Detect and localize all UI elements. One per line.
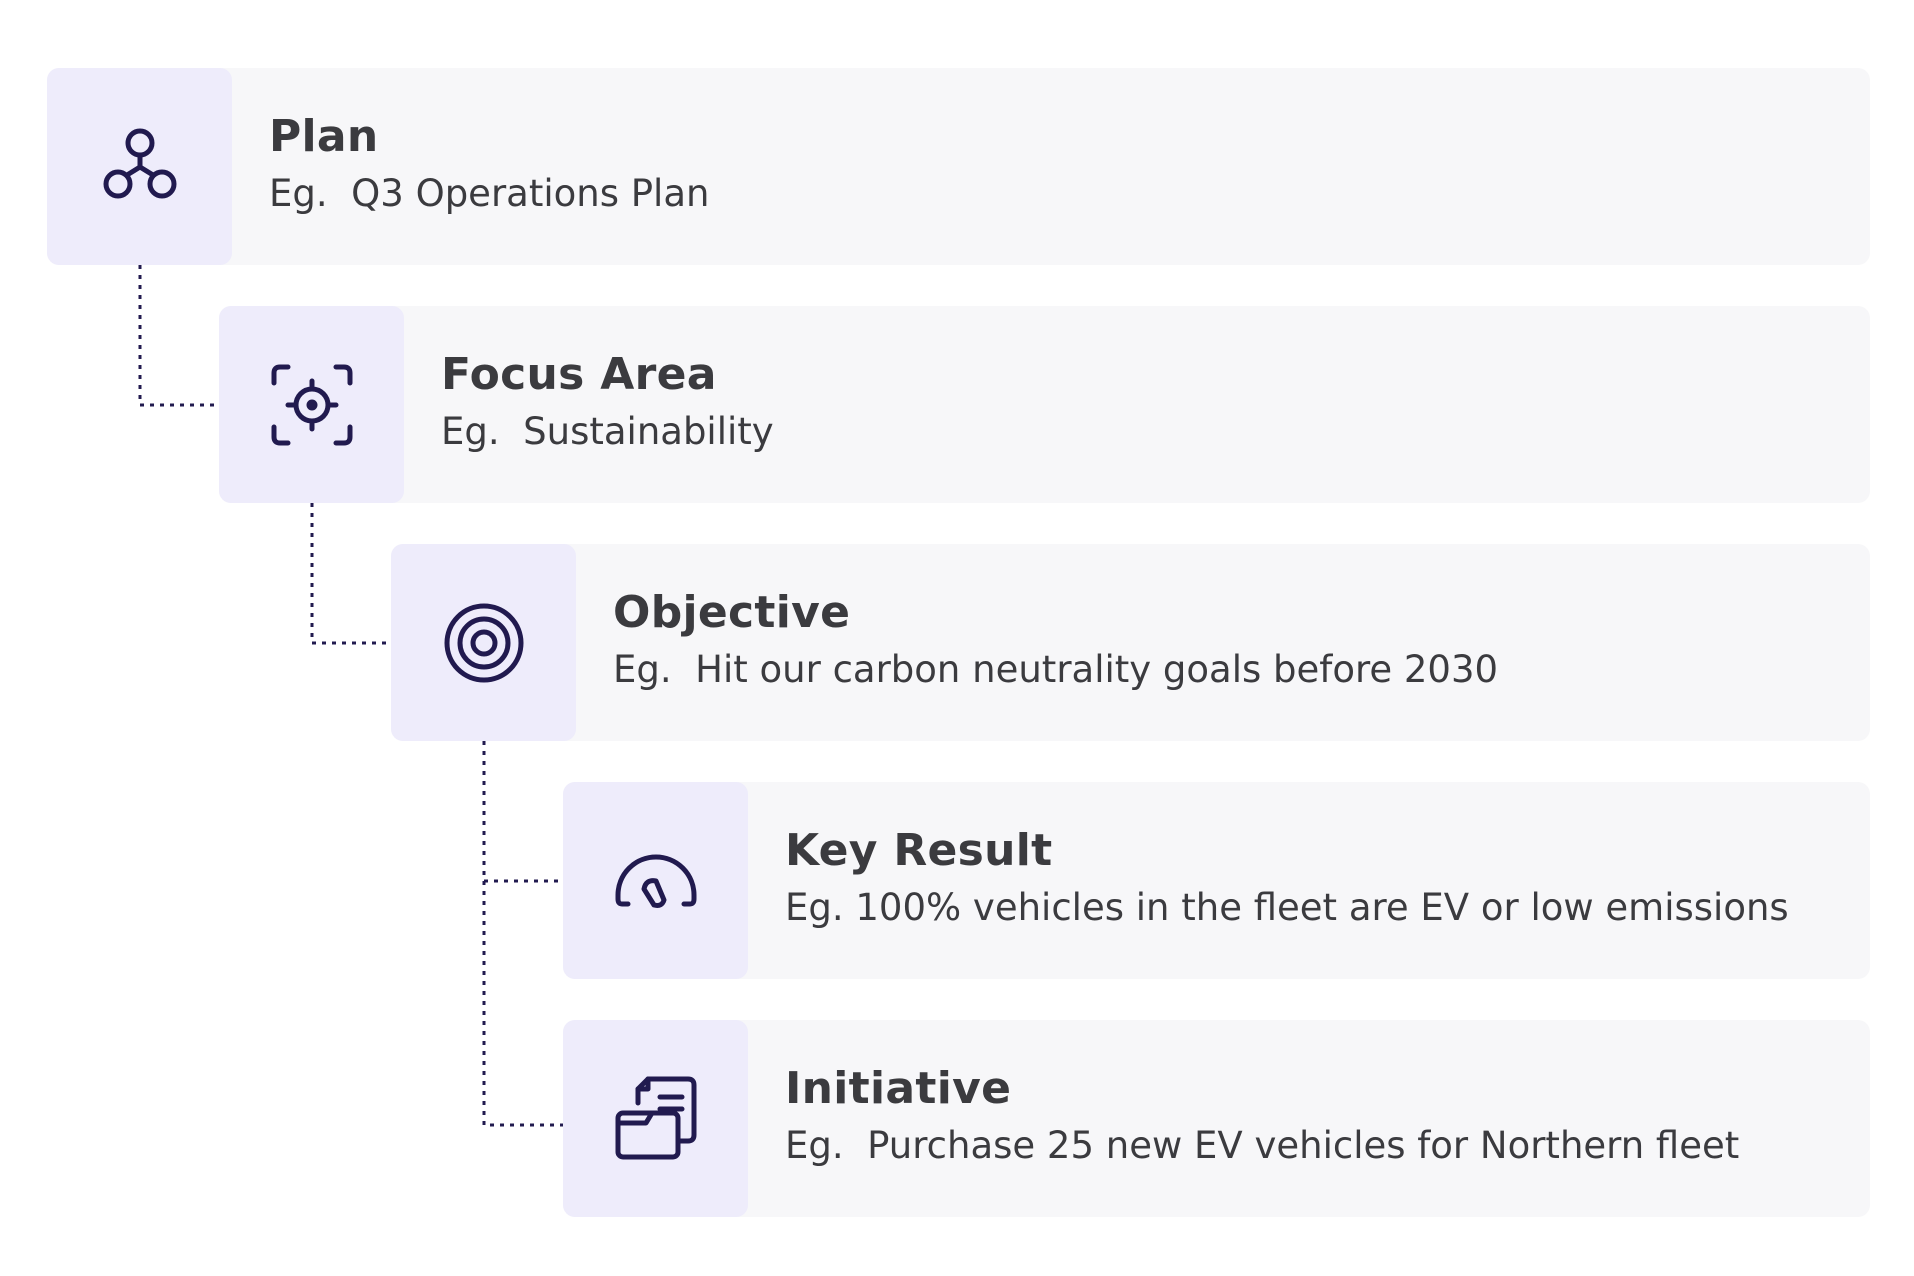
row-title: Initiative [785, 1062, 1012, 1114]
row-title: Key Result [785, 824, 1053, 876]
icon-box [219, 306, 404, 503]
row-example: Eg. Purchase 25 new EV vehicles for Nort… [785, 1123, 1740, 1167]
row-example: Eg. Sustainability [441, 409, 774, 453]
focus-target-icon [271, 364, 352, 445]
row-example: Eg. Hit our carbon neutrality goals befo… [613, 647, 1499, 691]
hierarchy-row-focus-area: Focus Area Eg. Sustainability [219, 306, 1870, 503]
row-title: Objective [613, 586, 851, 638]
connector-objective-to-initiative [482, 881, 563, 1127]
icon-box [47, 68, 232, 265]
hierarchy-row-plan: Plan Eg. Q3 Operations Plan [47, 68, 1870, 265]
network-nodes-icon [103, 128, 176, 198]
row-example: Eg. Q3 Operations Plan [269, 171, 710, 215]
gauge-icon [615, 854, 696, 908]
hierarchy-row-objective: Objective Eg. Hit our carbon neutrality … [391, 544, 1870, 741]
row-title: Focus Area [441, 348, 717, 400]
hierarchy-row-initiative: Initiative Eg. Purchase 25 new EV vehicl… [563, 1020, 1870, 1217]
connector-plan-to-focus-area [138, 265, 219, 407]
connector-focus-area-to-objective [310, 503, 391, 645]
connector-objective-to-key-result [482, 741, 563, 883]
icon-box [563, 1020, 748, 1217]
documents-icon [615, 1076, 696, 1159]
icon-box [391, 544, 576, 741]
bullseye-icon [444, 603, 523, 682]
hierarchy-row-key-result: Key Result Eg. 100% vehicles in the flee… [563, 782, 1870, 979]
icon-box [563, 782, 748, 979]
row-title: Plan [269, 110, 379, 162]
row-example: Eg. 100% vehicles in the fleet are EV or… [785, 885, 1789, 929]
